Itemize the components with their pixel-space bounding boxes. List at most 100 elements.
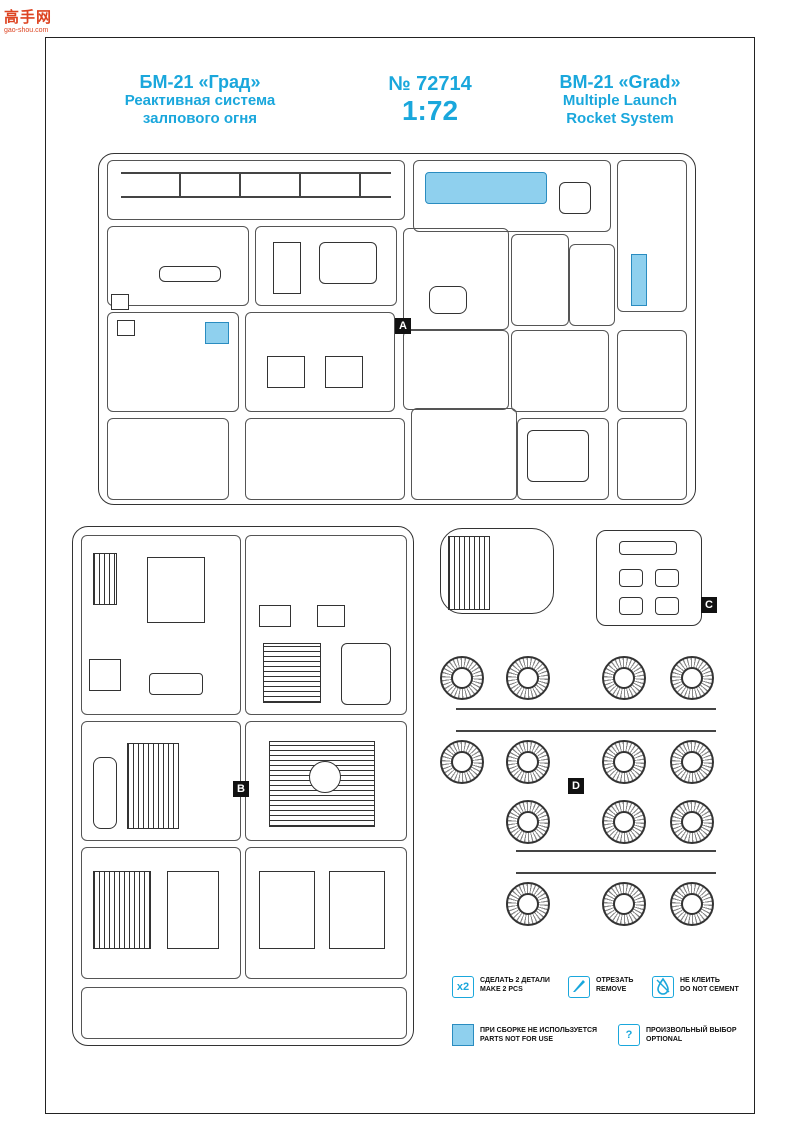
cell-a46 [411,408,517,500]
wheel-part [506,882,550,926]
cell-a25 [107,312,239,412]
sheet-frame [45,37,755,1114]
cell-a43 [245,418,405,500]
legend-make-two-ru: СДЕЛАТЬ 2 ДЕТАЛИ [480,977,550,984]
legend-remove-en: REMOVE [596,986,627,993]
optional-icon: ? [618,1024,640,1046]
part-grille [93,553,117,605]
part-cab-grille [448,536,490,610]
wheel-part [670,800,714,844]
wheel-part [670,656,714,700]
legend-no-cement-ru: НЕ КЛЕИТЬ [680,977,720,984]
cell-a53 [617,418,687,500]
part-cab-floor [527,430,589,482]
watermark-text: 高手网 [4,8,53,26]
sprue-a-label: A [395,318,411,334]
legend-remove: ОТРЕЗАТЬ REMOVE [596,976,633,994]
legend-make-two-en: MAKE 2 PCS [480,986,523,993]
part-turntable [309,761,341,793]
part-rung [299,172,301,198]
make-two-icon: x2 [452,976,474,998]
part-bracket [559,182,591,214]
cell-a14 [511,234,569,326]
en-subtitle-1: Multiple Launch [562,92,678,109]
en-title: BM-21 «Grad» [559,72,681,92]
sprue-runner [516,850,716,852]
part-window-frame [619,541,677,555]
cell-a9 [413,160,611,232]
part-panel [267,356,305,388]
part-unused-highlight [631,254,647,306]
part-window-glass [619,569,643,587]
part-window-glass [655,597,679,615]
cell-a6 [107,226,249,306]
cell-a50 [617,330,687,412]
cell-b7 [245,535,407,715]
legend-optional: ПРОИЗВОЛЬНЫЙ ВЫБОР OPTIONAL [646,1026,737,1044]
wheel-part [602,656,646,700]
header-center: № 72714 1:72 [360,72,500,126]
part-door [273,242,301,294]
header-ru: БМ-21 «Град» Реактивная система залповог… [95,72,305,128]
part-rung [179,172,181,198]
cell-a3 [255,226,397,306]
en-subtitle-2: Rocket System [566,110,674,127]
legend-remove-ru: ОТРЕЗАТЬ [596,977,634,984]
sprue-a: A [98,153,696,505]
watermark-logo: 高手网 gao-shou.com [4,6,74,34]
sprue-c-label: C [701,597,717,613]
part-window [93,757,117,829]
part-rail [121,172,391,174]
part-tube-pack [259,871,315,949]
part-unused-highlight [425,172,547,204]
part-rung [359,172,361,198]
part-rail [121,196,391,198]
part-unused-highlight [205,322,229,344]
sprue-c: C [596,530,717,626]
kit-number: № 72714 [388,73,472,95]
part-tank [319,242,377,284]
sprue-b: B [72,526,414,1046]
cell-a1 [107,160,405,220]
wheel-part [602,800,646,844]
cell-a48 [511,330,609,412]
part-box [111,294,129,310]
part-engine [127,743,179,829]
wheel-part [506,800,550,844]
part-window-glass [655,569,679,587]
wheel-part [602,740,646,784]
legend-no-cement: НЕ КЛЕИТЬ DO NOT CEMENT [680,976,739,994]
part-panel [325,356,363,388]
part-plate [259,605,291,627]
part-box [317,605,345,627]
legend-unused-en: PARTS NOT FOR USE [480,1036,553,1043]
cell-a11 [403,228,509,330]
cell-b1 [81,535,241,715]
part-tube-pack [167,871,219,949]
cell-a49 [517,418,609,500]
watermark-url: gao-shou.com [4,27,49,34]
part-box [117,320,135,336]
cell-a17 [617,160,687,312]
legend-no-cement-en: DO NOT CEMENT [680,986,739,993]
wheel-part [670,882,714,926]
ru-subtitle-2: залпового огня [142,110,258,127]
unused-part-swatch [452,1024,474,1046]
wheel-part [602,882,646,926]
part-hood [263,643,321,703]
legend-unused-ru: ПРИ СБОРКЕ НЕ ИСПОЛЬЗУЕТСЯ [480,1027,598,1034]
legend-optional-ru: ПРОИЗВОЛЬНЫЙ ВЫБОР [646,1027,737,1034]
wheel-part [440,740,484,784]
part-tube-pack [93,871,151,949]
knife-icon [568,976,590,998]
legend-make-two: СДЕЛАТЬ 2 ДЕТАЛИ MAKE 2 PCS [480,976,550,994]
sprue-b-label: B [233,781,249,797]
cell-a37 [107,418,229,500]
wheel-part [670,740,714,784]
sprue-runner [456,708,716,710]
cell-b24 [245,847,407,979]
sprue-d: D [436,650,736,940]
legend-unused: ПРИ СБОРКЕ НЕ ИСПОЛЬЗУЕТСЯ PARTS NOT FOR… [480,1026,597,1044]
sprue-d-label: D [568,778,584,794]
cell-a31 [245,312,395,412]
